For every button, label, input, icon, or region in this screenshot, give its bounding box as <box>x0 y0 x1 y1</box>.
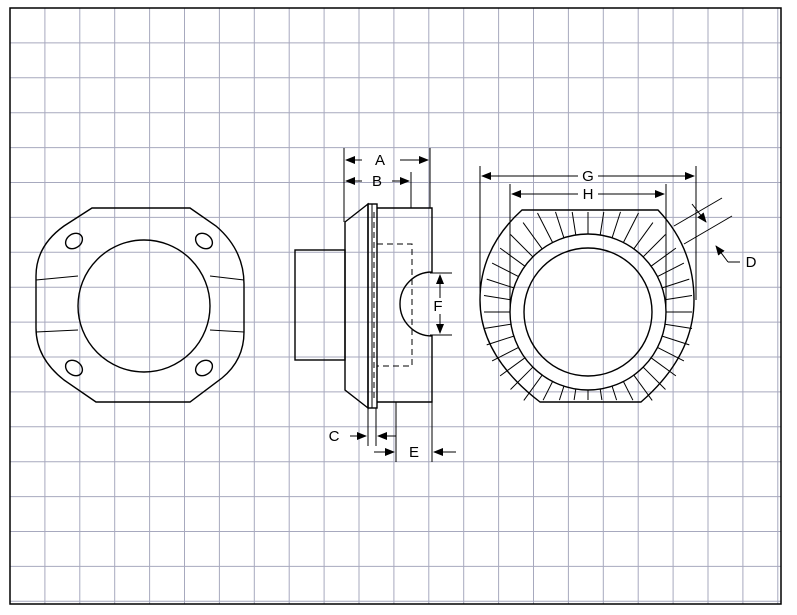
dimension-F: F <box>430 272 452 336</box>
dimension-D: D <box>673 197 757 271</box>
rib-line <box>642 234 666 258</box>
rib-line <box>642 366 666 390</box>
drawing-border <box>9 7 782 605</box>
dim-label-B: B <box>372 173 382 190</box>
rib-line <box>657 262 685 278</box>
spigot-outline <box>377 207 433 403</box>
rib-line <box>633 222 654 250</box>
dim-label-G: G <box>582 168 594 185</box>
rib-line <box>622 381 634 401</box>
inner-bore <box>523 247 653 377</box>
grid-lines <box>10 8 781 604</box>
dimension-B: B <box>345 172 412 208</box>
rib-line <box>650 357 677 377</box>
rib-line <box>611 386 618 401</box>
rib-line <box>499 357 526 377</box>
rib-line <box>664 323 693 329</box>
hub-body <box>294 249 346 361</box>
side-view-flange <box>294 202 433 410</box>
outer-profile <box>479 209 695 403</box>
rib-line <box>599 211 605 236</box>
flange-taper <box>344 202 369 410</box>
rib-line <box>657 346 685 362</box>
dim-label-C: C <box>329 428 340 445</box>
rib-line <box>486 278 514 289</box>
rib-line <box>599 388 603 401</box>
bolt-hole-bottom-right <box>194 359 214 377</box>
rib-line <box>558 386 565 401</box>
dim-label-H: H <box>583 186 594 203</box>
rib-line <box>483 323 512 329</box>
rib-line <box>664 295 693 301</box>
dim-label-D: D <box>746 254 757 271</box>
rib-line <box>542 381 554 401</box>
dim-label-A: A <box>375 152 385 169</box>
dimension-E: E <box>374 402 456 462</box>
rib-line <box>486 335 514 346</box>
dimension-H: H <box>509 184 667 312</box>
rib-line <box>510 366 534 390</box>
rib-line <box>650 247 677 267</box>
rib-line <box>573 388 577 401</box>
radial-ribs <box>483 211 693 401</box>
rib-line <box>555 211 565 238</box>
rib-line <box>483 295 512 301</box>
front-view-flange <box>35 207 245 403</box>
dimension-C: C <box>329 408 396 446</box>
dimension-A: A <box>343 148 431 222</box>
rib-line <box>622 212 639 243</box>
bolt-hole-bottom-left <box>64 359 84 377</box>
rib-line <box>499 247 526 267</box>
rib-line <box>491 262 519 278</box>
bolt-hole-top-right <box>194 232 214 250</box>
rib-line <box>522 222 543 250</box>
rib-line <box>633 374 653 401</box>
rib-line <box>571 211 577 236</box>
bolt-hole-top-left <box>64 232 84 250</box>
rib-line <box>491 346 519 362</box>
dimension-G: G <box>479 166 697 300</box>
dim-label-F: F <box>433 298 442 315</box>
rib-line <box>537 212 554 243</box>
rib-line <box>510 234 534 258</box>
end-view-flange <box>479 209 695 403</box>
dim-label-E: E <box>409 444 419 461</box>
rib-line <box>523 374 543 401</box>
rib-line <box>662 278 690 289</box>
rib-line <box>662 335 690 346</box>
rib-line <box>611 211 621 238</box>
